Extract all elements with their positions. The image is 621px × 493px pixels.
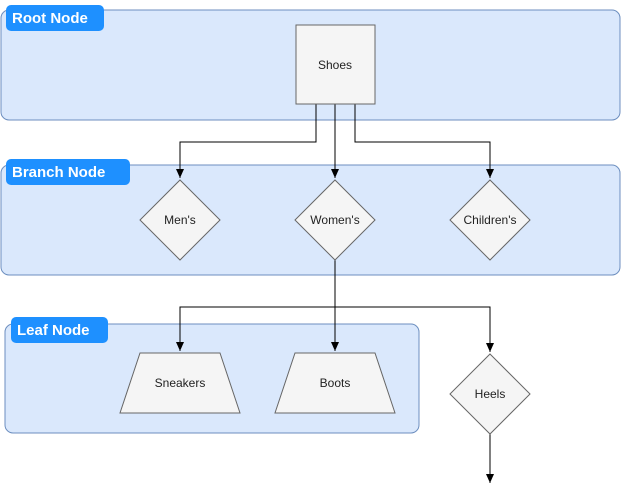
node-boots-label: Boots	[320, 376, 351, 390]
leaf-lane-title: Leaf Node	[17, 322, 90, 339]
edge-shoes-childrens	[354, 104, 494, 178]
root-lane-badge	[6, 5, 104, 31]
node-womens[interactable]: Women's	[294, 179, 376, 261]
edge-shoes-mens	[176, 104, 317, 178]
node-sneakers-label: Sneakers	[155, 376, 206, 390]
node-shoes-label: Shoes	[318, 58, 352, 72]
node-mens-label: Men's	[164, 213, 196, 227]
edge-womens-heels	[335, 306, 494, 352]
branch-lane-badge	[6, 159, 130, 185]
node-heels[interactable]: Heels	[449, 353, 531, 435]
node-boots[interactable]: Boots	[274, 352, 396, 414]
node-mens[interactable]: Men's	[139, 179, 221, 261]
node-womens-label: Women's	[310, 213, 359, 227]
node-shoes[interactable]: Shoes	[295, 24, 376, 105]
edge-womens-sneakers	[176, 260, 336, 351]
node-heels-label: Heels	[475, 387, 506, 401]
root-lane-title: Root Node	[12, 10, 88, 27]
node-sneakers[interactable]: Sneakers	[119, 352, 241, 414]
leaf-lane-badge	[11, 317, 108, 343]
branch-lane-title: Branch Node	[12, 164, 105, 181]
edges	[176, 104, 494, 483]
node-childrens[interactable]: Children's	[449, 179, 531, 261]
node-childrens-label: Children's	[464, 213, 517, 227]
